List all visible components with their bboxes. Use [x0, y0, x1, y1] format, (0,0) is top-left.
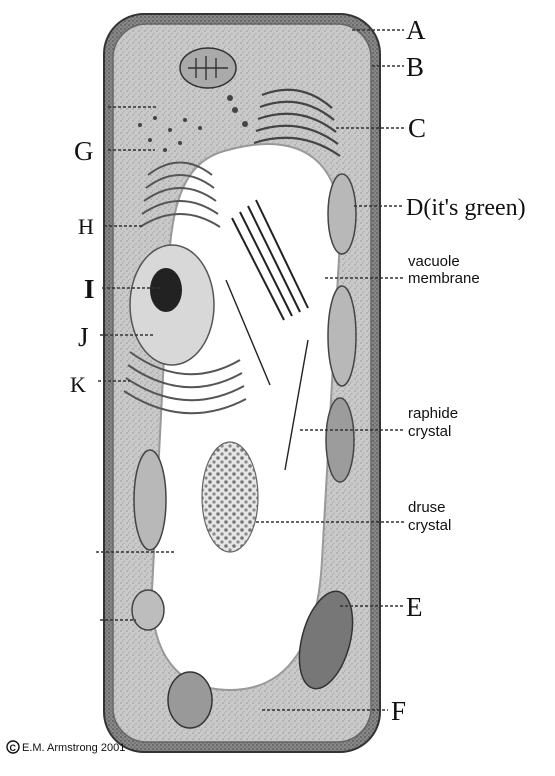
- label-k: K: [70, 372, 86, 397]
- label-h: H: [78, 214, 94, 239]
- label-f: F: [391, 696, 406, 726]
- label-c: C: [408, 113, 426, 143]
- label-druse-crystal-line1: druse: [408, 499, 446, 516]
- label-j: J: [78, 322, 89, 352]
- copyright-symbol: C: [10, 743, 17, 753]
- label-raphide-crystal-line1: raphide: [408, 405, 458, 422]
- label-e: E: [406, 592, 423, 622]
- label-raphide-crystal-line2: crystal: [408, 423, 451, 440]
- druse-crystal: [202, 442, 258, 552]
- label-a: A: [406, 15, 426, 45]
- label-i: I: [84, 274, 95, 304]
- copyright: C E.M. Armstrong 2001: [7, 741, 125, 754]
- copyright-text: E.M. Armstrong 2001: [22, 742, 125, 754]
- nucleolus: [150, 268, 182, 312]
- label-d: D(it's green): [406, 195, 526, 221]
- mitochondrion-top: [180, 48, 236, 88]
- nucleus: [130, 245, 214, 365]
- label-vacuole-membrane-line1: vacuole: [408, 253, 460, 270]
- label-vacuole-membrane-line2: membrane: [408, 270, 480, 287]
- label-g: G: [74, 136, 94, 166]
- label-b: B: [406, 52, 424, 82]
- label-druse-crystal-line2: crystal: [408, 517, 451, 534]
